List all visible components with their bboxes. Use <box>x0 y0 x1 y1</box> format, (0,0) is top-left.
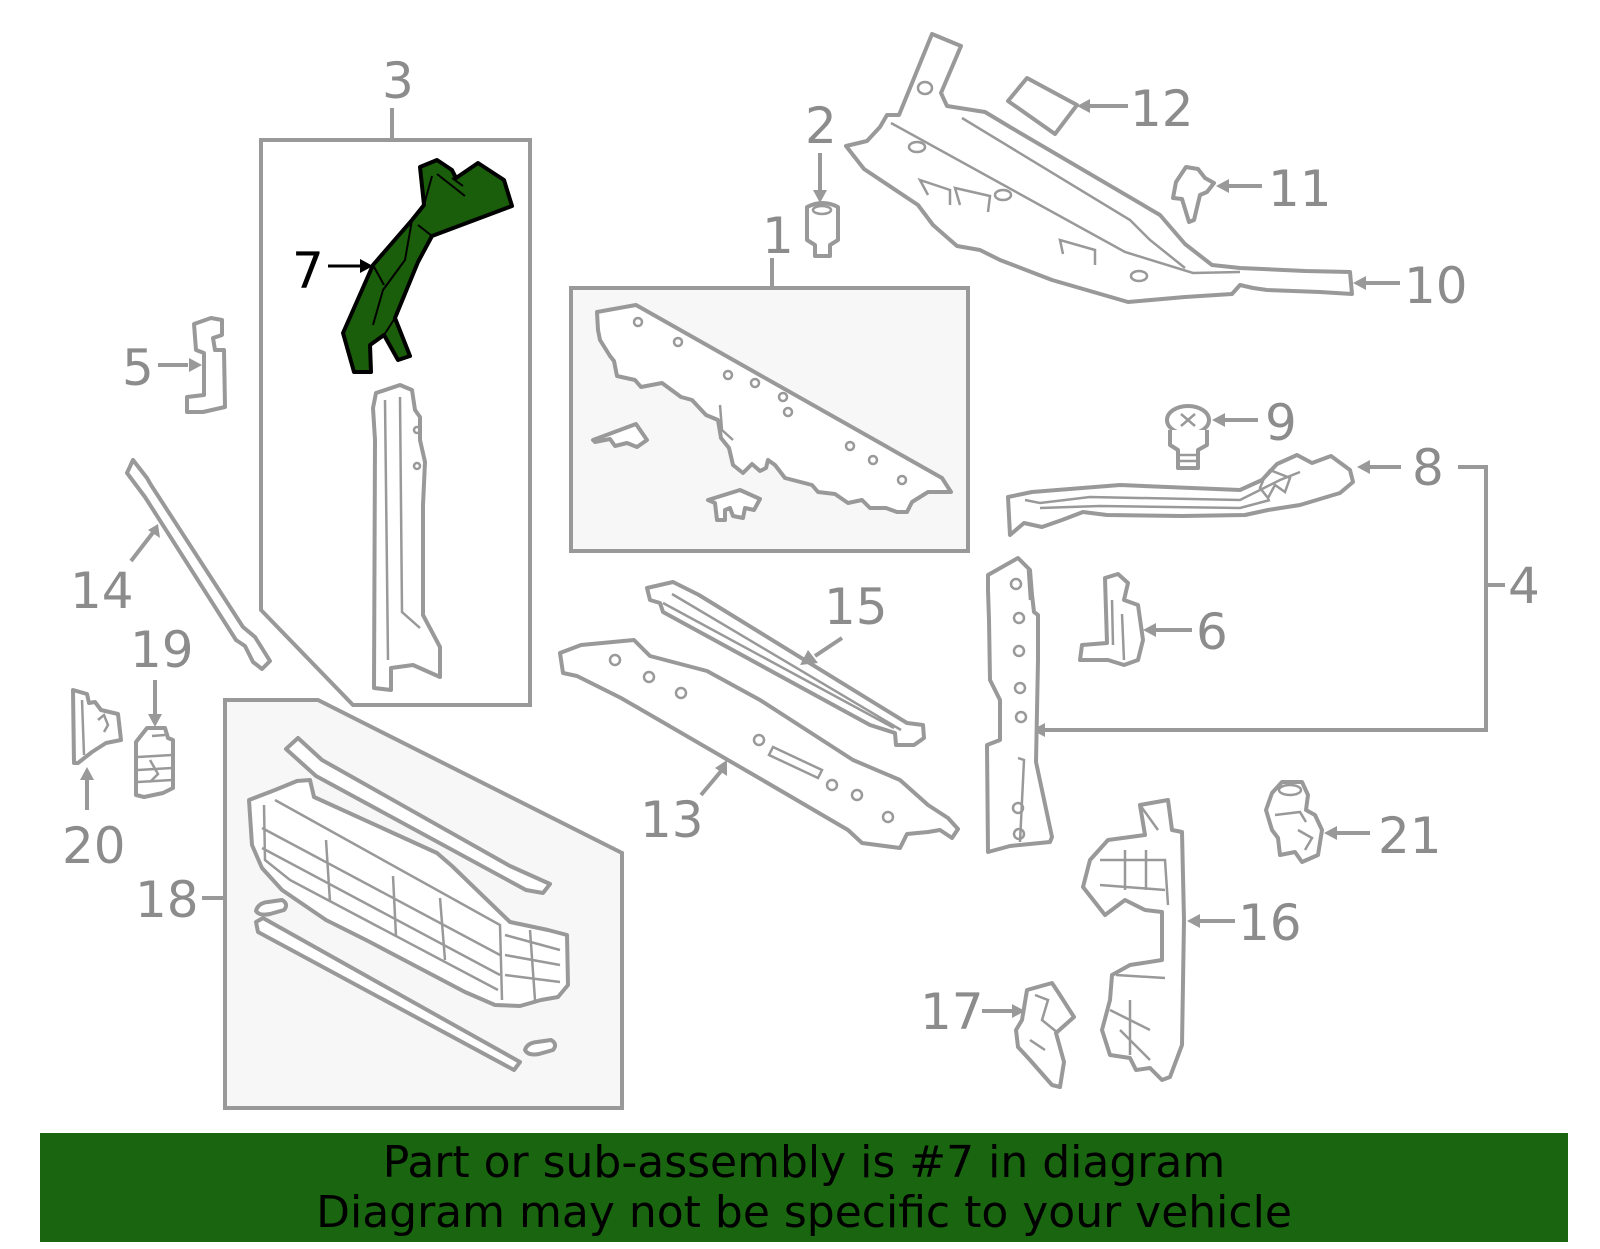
callout-14: 14 <box>70 562 134 620</box>
callout-10: 10 <box>1404 257 1468 315</box>
part-17-bracket <box>1014 981 1076 1089</box>
callout-18: 18 <box>135 871 199 929</box>
part-11-clip <box>1171 165 1216 224</box>
part-9-bolt <box>1165 404 1211 470</box>
part-7-highlighted[interactable] <box>341 158 514 374</box>
info-banner: Part or sub-assembly is #7 in diagram Di… <box>40 1133 1568 1242</box>
callout-21: 21 <box>1378 807 1442 865</box>
part-1-panel <box>591 303 953 522</box>
banner-line-2: Diagram may not be specific to your vehi… <box>316 1186 1292 1238</box>
callout-19: 19 <box>130 621 194 679</box>
part-16-duct <box>1081 798 1186 1082</box>
part-18-shutter-assembly <box>247 736 570 1072</box>
part-3-upright <box>371 383 442 692</box>
part-15-crossmember <box>645 580 926 747</box>
callout-3: 3 <box>382 52 414 110</box>
callout-9: 9 <box>1265 394 1297 452</box>
callout-13: 13 <box>640 791 704 849</box>
callout-20: 20 <box>62 817 126 875</box>
part-10-upper-support <box>844 32 1354 304</box>
callout-7: 7 <box>292 242 324 300</box>
part-4-upright <box>985 556 1054 854</box>
callout-2: 2 <box>805 97 837 155</box>
callout-17: 17 <box>920 983 984 1041</box>
part-20-bracket <box>71 688 123 765</box>
callout-6: 6 <box>1196 603 1228 661</box>
callout-4: 4 <box>1508 557 1540 615</box>
part-8-bracket <box>1006 453 1355 537</box>
part-12-pad <box>1006 76 1079 136</box>
group-box-3 <box>259 138 532 707</box>
callout-16: 16 <box>1238 894 1302 952</box>
callout-12: 12 <box>1130 80 1194 138</box>
part-2-clip <box>805 201 840 258</box>
callout-15: 15 <box>824 578 888 636</box>
part-5-clip <box>185 316 227 414</box>
callout-5: 5 <box>122 339 154 397</box>
callout-11: 11 <box>1268 160 1332 218</box>
banner-line-1: Part or sub-assembly is #7 in diagram <box>382 1136 1226 1188</box>
part-19-sensor <box>134 726 175 799</box>
part-21-sensor <box>1264 780 1324 864</box>
part-14-strut <box>125 458 272 671</box>
part-13-lower-crossmember <box>558 638 960 850</box>
callout-1: 1 <box>762 207 794 265</box>
part-6-bracket <box>1078 572 1145 667</box>
callout-8: 8 <box>1412 439 1444 497</box>
